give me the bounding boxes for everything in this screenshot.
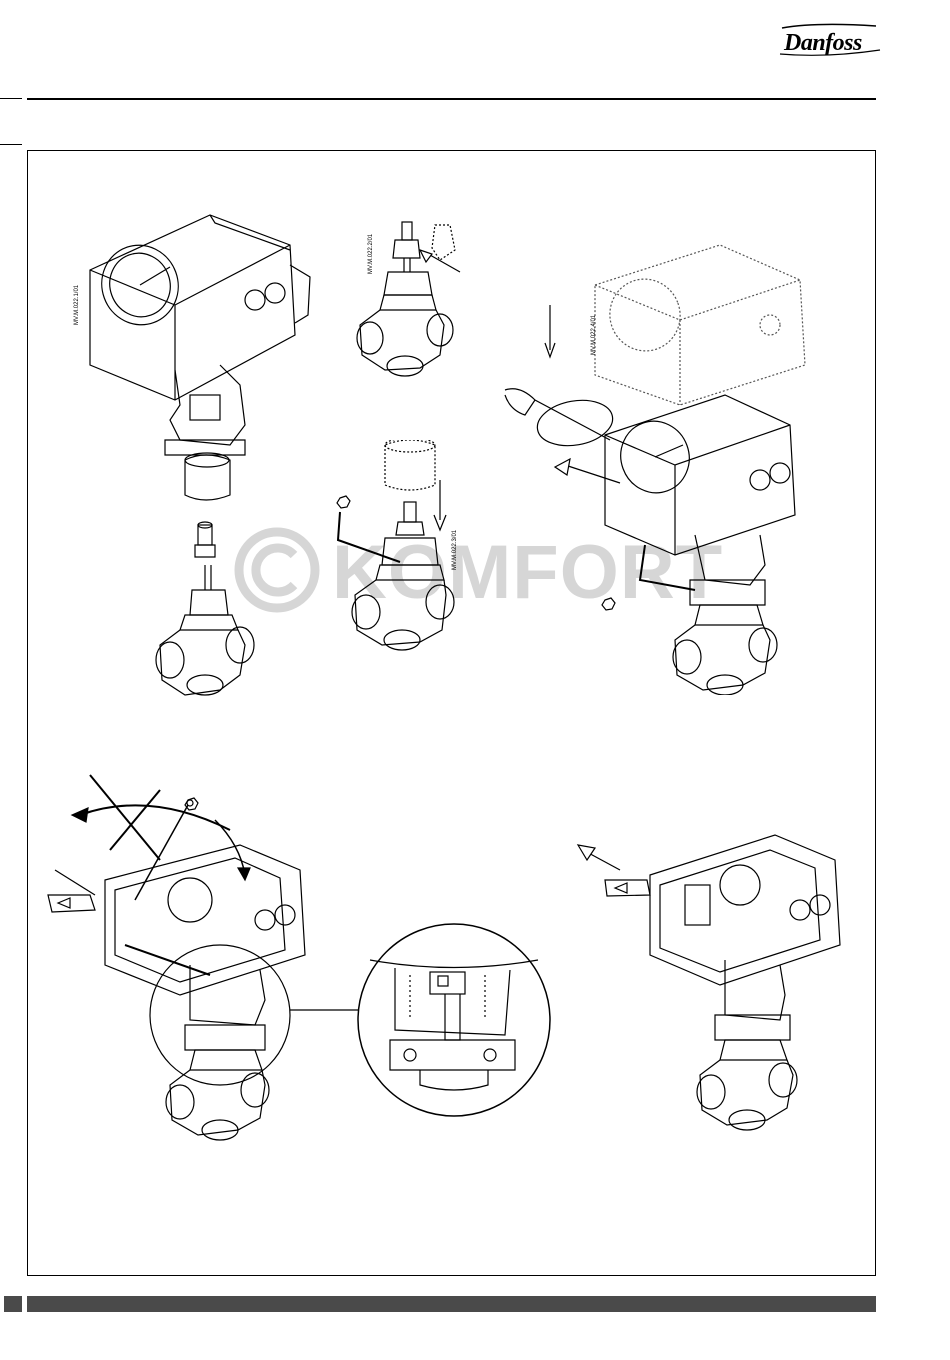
valve-stem-drawing <box>340 210 470 390</box>
figure-code: MV.M.022.4/01 <box>591 315 597 355</box>
hex-key-icon <box>337 496 350 508</box>
figure-code: MV.M.022.2/01 <box>368 234 374 274</box>
figure-detail-magnifier <box>350 920 560 1120</box>
figure-code: MV.M.022.1/01 <box>74 285 80 325</box>
header-rule-left <box>0 98 22 99</box>
actuator-mounting-drawing <box>495 235 835 695</box>
open-actuator-mounted-drawing <box>575 810 855 1140</box>
figure-cover-open-mounted <box>575 810 855 1140</box>
footer-square <box>4 1296 22 1312</box>
figure-coupling-hexkey: MV.M.022.3/01 <box>330 440 480 670</box>
figure-actuator-removed: MV.M.022.1/01 <box>80 205 320 705</box>
brand-logo: Danfoss <box>776 20 886 60</box>
hex-key-icon <box>602 598 615 610</box>
magnifier-circle-icon <box>350 920 560 1120</box>
figure-code: MV.M.022.3/01 <box>452 530 458 570</box>
footer-bar <box>27 1296 876 1312</box>
figure-actuator-mounting: MV.M.022.4/01 <box>495 235 835 695</box>
open-actuator-drawing <box>40 770 360 1150</box>
header-rule <box>27 98 876 100</box>
header-rule-small <box>0 144 22 145</box>
brand-name: Danfoss <box>784 30 862 57</box>
figure-stem-adapter: MV.M.022.2/01 <box>340 210 470 390</box>
actuator-valve-exploded-drawing <box>80 205 320 705</box>
figure-cover-open-prohibited <box>40 770 360 1150</box>
